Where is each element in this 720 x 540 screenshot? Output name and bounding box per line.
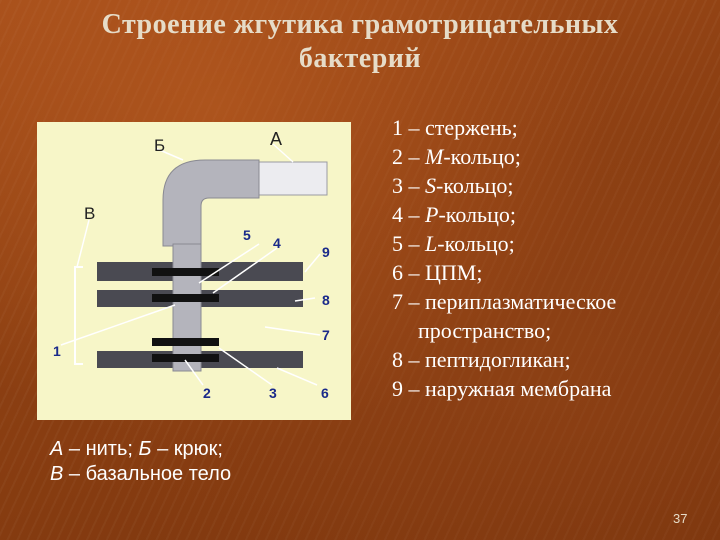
legend-item: 3 – S-кольцо; (392, 171, 616, 200)
legend-text: ЦПМ; (425, 260, 483, 285)
label-1: 1 (53, 343, 61, 359)
title-line-2: бактерий (298, 43, 422, 74)
legend-text: наружная мембрана (425, 376, 612, 401)
caption-line-1: А – нить; Б – крюк; (50, 437, 231, 462)
legend-item: 6 – ЦПМ; (392, 258, 616, 287)
basal-body-bracket (74, 266, 83, 365)
legend-list: 1 – стержень; 2 – M-кольцо; 3 – S-кольцо… (392, 113, 616, 403)
legend-item: 4 – P-кольцо; (392, 200, 616, 229)
legend-item: 7 – периплазматическое (392, 287, 616, 316)
s-ring (152, 338, 219, 346)
legend-var: L (425, 231, 438, 256)
m-ring (152, 354, 219, 362)
flagellum-diagram-svg: А Б В 5 4 9 8 7 1 2 3 6 (53, 129, 330, 401)
label-9: 9 (322, 244, 330, 260)
title-line-1: Строение жгутика грамотрицательных (101, 9, 619, 40)
legend-item: 2 – M-кольцо; (392, 142, 616, 171)
legend-item: 9 – наружная мембрана (392, 374, 616, 403)
legend-var: P (425, 202, 439, 227)
legend-num: 7 – (392, 289, 425, 314)
legend-num: 6 – (392, 260, 425, 285)
legend-num: 1 – (392, 115, 425, 140)
label-hook: Б (154, 136, 165, 155)
label-3: 3 (269, 385, 277, 401)
legend-var: M (425, 144, 444, 169)
p-ring (152, 294, 219, 302)
label-6: 6 (321, 385, 329, 401)
diagram-caption: А – нить; Б – крюк; В – базальное тело (50, 437, 231, 487)
legend-item-continuation: пространство; (418, 318, 552, 343)
legend-item: 5 – L-кольцо; (392, 229, 616, 258)
legend-text: пептидогликан; (425, 347, 571, 372)
caption-a-text: – нить; (63, 438, 139, 460)
legend-text: -кольцо; (436, 173, 514, 198)
caption-a-letter: А (50, 438, 64, 460)
legend-text: периплазматическое (425, 289, 617, 314)
legend-num: 3 – (392, 173, 425, 198)
legend-num: 5 – (392, 231, 425, 256)
flagellum-diagram: А Б В 5 4 9 8 7 1 2 3 6 (37, 122, 351, 420)
legend-num: 2 – (392, 144, 425, 169)
hook (162, 159, 260, 247)
legend-num: 9 – (392, 376, 425, 401)
page-number: 37 (673, 511, 688, 526)
leader-lines (60, 143, 321, 386)
label-8: 8 (322, 292, 330, 308)
caption-v-text: – базальное тело (63, 463, 232, 485)
label-4: 4 (273, 235, 281, 251)
legend-num: 4 – (392, 202, 425, 227)
label-filament: А (270, 129, 282, 149)
label-2: 2 (203, 385, 211, 401)
caption-b-letter: Б (138, 438, 152, 460)
legend-var: S (425, 173, 436, 198)
legend-num: 8 – (392, 347, 425, 372)
caption-b-text: – крюк; (151, 438, 223, 460)
legend-item: 8 – пептидогликан; (392, 345, 616, 374)
legend-item: 1 – стержень; (392, 113, 616, 142)
legend-text: -кольцо; (443, 144, 521, 169)
caption-v-letter: В (50, 463, 64, 485)
filament (258, 161, 328, 196)
label-5: 5 (243, 227, 251, 243)
caption-line-2: В – базальное тело (50, 462, 231, 487)
l-ring (152, 268, 219, 276)
legend-text: -кольцо; (438, 202, 516, 227)
rod (172, 243, 202, 372)
legend-text: стержень; (425, 115, 518, 140)
label-basal-body: В (84, 204, 95, 223)
label-7: 7 (322, 327, 330, 343)
slide-title: Строение жгутика грамотрицательных бакте… (0, 8, 720, 76)
legend-text: -кольцо; (437, 231, 515, 256)
